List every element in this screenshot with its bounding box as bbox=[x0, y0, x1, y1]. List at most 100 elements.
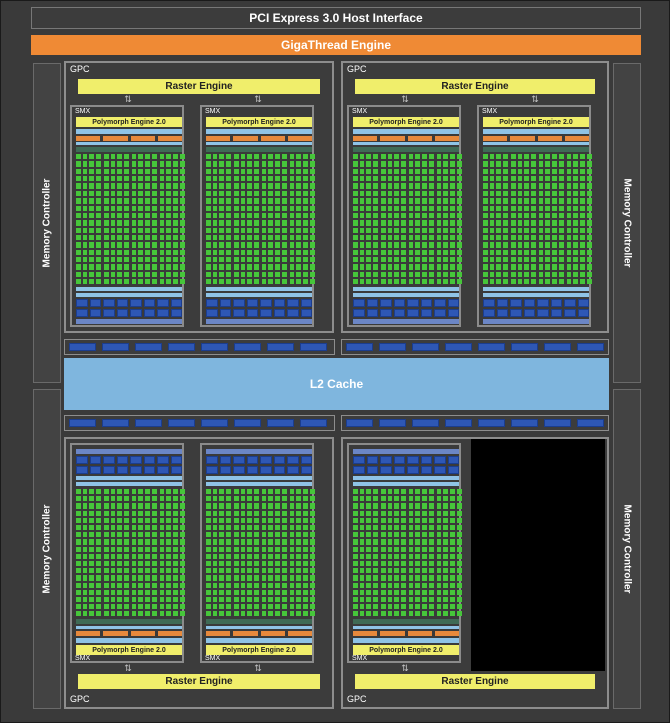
cuda-core bbox=[103, 264, 109, 270]
cuda-core bbox=[96, 190, 101, 197]
cuda-core bbox=[151, 503, 157, 509]
cuda-core bbox=[206, 220, 211, 226]
cuda-core bbox=[366, 568, 372, 574]
cuda-core bbox=[110, 524, 116, 531]
ld-st-unit bbox=[393, 466, 405, 474]
cuda-core bbox=[380, 264, 386, 270]
cuda-core bbox=[303, 510, 308, 516]
cuda-core bbox=[103, 560, 109, 567]
cuda-core bbox=[483, 264, 488, 270]
cuda-core bbox=[296, 553, 302, 559]
cuda-core bbox=[510, 205, 516, 211]
cuda-core bbox=[303, 560, 308, 567]
cuda-core bbox=[586, 154, 592, 160]
cuda-core bbox=[558, 190, 564, 197]
cuda-core bbox=[173, 604, 178, 610]
cuda-core bbox=[496, 183, 502, 189]
cuda-core bbox=[366, 517, 372, 523]
cuda-core bbox=[212, 503, 218, 509]
cuda-core bbox=[159, 503, 165, 509]
cuda-core bbox=[517, 168, 523, 175]
cuda-core bbox=[76, 532, 81, 538]
cuda-core bbox=[226, 582, 231, 588]
cuda-core bbox=[281, 227, 287, 233]
cuda-core bbox=[76, 190, 81, 197]
cuda-core bbox=[82, 168, 88, 175]
cuda-core bbox=[89, 242, 95, 248]
cuda-core bbox=[159, 190, 165, 197]
cuda-core bbox=[428, 198, 434, 204]
cuda-core bbox=[573, 242, 579, 248]
cuda-core bbox=[275, 489, 280, 495]
cuda-core bbox=[219, 205, 225, 211]
ld-st-unit bbox=[219, 466, 231, 474]
cuda-core bbox=[408, 234, 414, 241]
cuda-core bbox=[303, 220, 308, 226]
cuda-core bbox=[159, 575, 165, 581]
cuda-core bbox=[212, 161, 218, 167]
cuda-core bbox=[580, 257, 585, 263]
cuda-core bbox=[436, 539, 442, 545]
gpc-label: GPC bbox=[70, 64, 90, 74]
cuda-core bbox=[450, 575, 455, 581]
cuda-core bbox=[296, 596, 302, 603]
cuda-core bbox=[309, 242, 315, 248]
cuda-core bbox=[401, 568, 406, 574]
cuda-core bbox=[131, 582, 137, 588]
cuda-core bbox=[401, 553, 406, 559]
cuda-core bbox=[110, 489, 116, 495]
ld-st-unit bbox=[157, 309, 169, 317]
cuda-core bbox=[247, 257, 253, 263]
cuda-core bbox=[415, 489, 421, 495]
cuda-core bbox=[226, 220, 231, 226]
cuda-core bbox=[233, 234, 239, 241]
cuda-core bbox=[373, 517, 378, 523]
raster-engine: Raster Engine bbox=[355, 674, 595, 689]
cuda-core bbox=[443, 489, 449, 495]
cuda-core bbox=[422, 611, 427, 617]
cuda-core bbox=[151, 242, 157, 248]
cuda-core bbox=[566, 212, 572, 219]
cuda-core bbox=[524, 257, 530, 263]
cuda-core bbox=[415, 205, 421, 211]
cuda-core bbox=[366, 279, 372, 285]
cuda-core bbox=[173, 183, 178, 189]
cuda-core bbox=[233, 596, 239, 603]
cuda-core bbox=[219, 249, 225, 256]
cuda-core bbox=[496, 249, 502, 256]
cuda-core bbox=[96, 532, 101, 538]
cuda-core bbox=[545, 168, 551, 175]
cuda-core bbox=[503, 183, 508, 189]
texture-cache bbox=[206, 319, 312, 324]
cuda-core bbox=[408, 582, 414, 588]
cuda-core bbox=[573, 264, 579, 270]
cuda-core bbox=[247, 582, 253, 588]
data-flow-arrow-icon: ⇅ bbox=[401, 663, 409, 673]
cuda-core bbox=[96, 242, 101, 248]
cuda-core bbox=[240, 524, 246, 531]
cuda-core bbox=[82, 496, 88, 502]
cuda-core bbox=[456, 589, 462, 595]
cuda-core bbox=[296, 546, 302, 552]
cuda-core bbox=[117, 198, 123, 204]
cuda-core bbox=[138, 539, 144, 545]
cuda-core bbox=[117, 546, 123, 552]
cuda-core bbox=[166, 611, 172, 617]
cuda-core bbox=[179, 560, 185, 567]
cuda-core bbox=[117, 183, 123, 189]
cuda-core bbox=[373, 611, 378, 617]
cuda-core bbox=[89, 596, 95, 603]
cuda-core bbox=[552, 257, 557, 263]
cuda-core bbox=[275, 604, 280, 610]
cuda-core bbox=[517, 242, 523, 248]
ld-st-unit bbox=[130, 309, 142, 317]
cuda-core bbox=[387, 553, 393, 559]
warp-scheduler bbox=[407, 136, 432, 141]
ld-st-unit bbox=[76, 456, 88, 464]
cuda-core bbox=[159, 546, 165, 552]
cuda-core bbox=[450, 568, 455, 574]
cuda-core bbox=[586, 234, 592, 241]
cuda-core bbox=[151, 517, 157, 523]
cuda-core bbox=[552, 205, 557, 211]
cuda-core bbox=[145, 560, 150, 567]
